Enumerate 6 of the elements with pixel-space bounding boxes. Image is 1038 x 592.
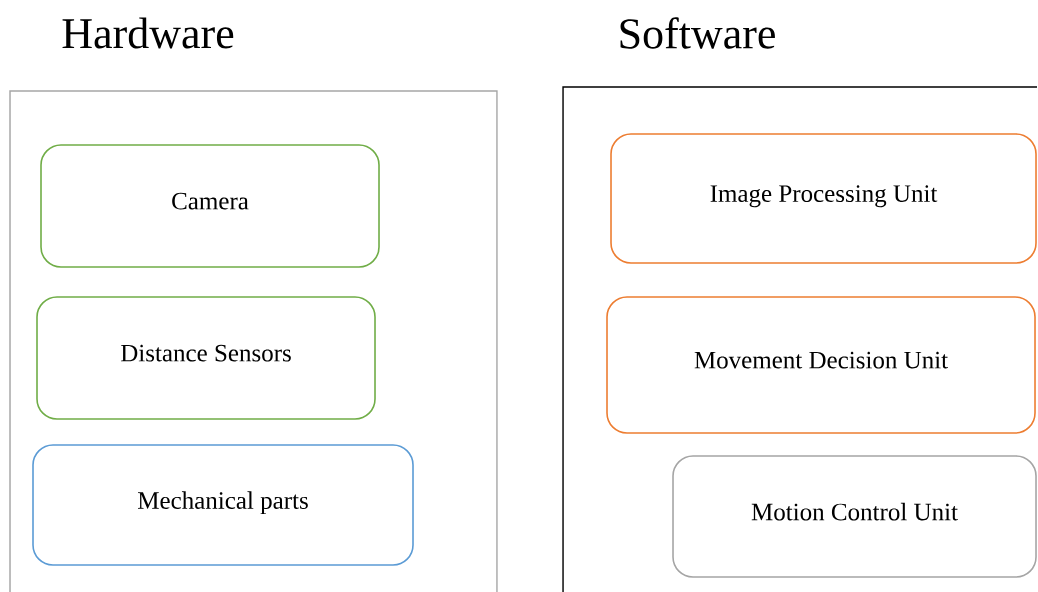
rounded-box: Camera [40, 144, 380, 268]
rounded-box: Movement Decision Unit [606, 296, 1036, 434]
rounded-box: Image Processing Unit [610, 133, 1037, 264]
rounded-box: Distance Sensors [36, 296, 376, 420]
rounded-box: Mechanical parts [32, 444, 414, 566]
rounded-box: Motion Control Unit [672, 455, 1037, 578]
